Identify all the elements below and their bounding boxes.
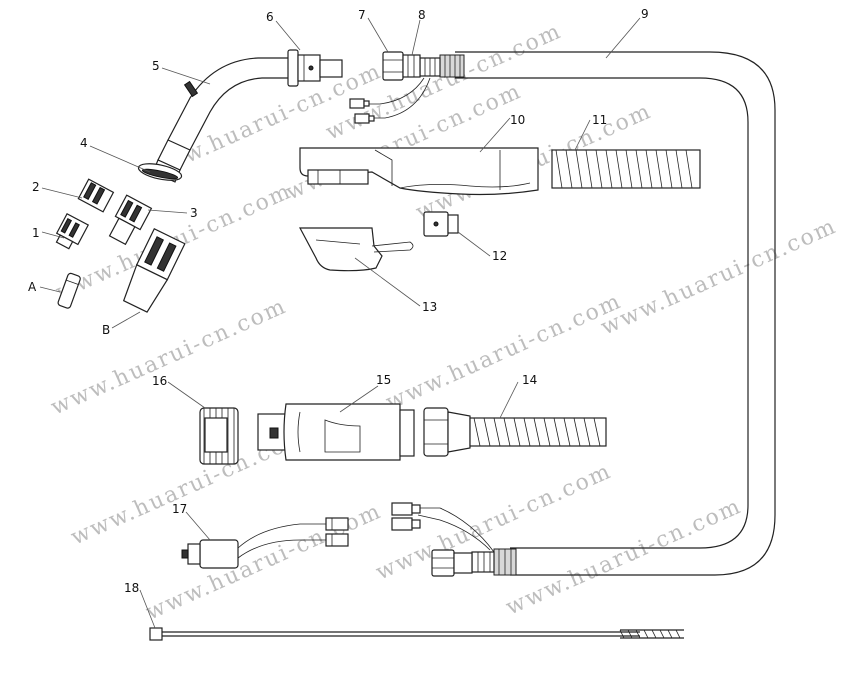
part-14-rear-spring [423,407,607,457]
part-6-neck-nut [287,49,343,87]
callout-10: 10 [510,113,525,127]
watermark: www.huarui-cn.com [382,289,625,416]
callout-12: 12 [492,249,507,263]
callout-17: 17 [172,502,187,516]
part-13-trigger [299,227,414,272]
leader-lines [39,17,641,629]
callout-9: 9 [641,7,649,21]
part-18-liner [149,627,684,641]
callout-a: A [28,280,37,294]
part-4-insulator-ring [137,163,183,181]
callouts: 1 2 3 4 5 6 7 8 9 10 11 12 13 14 15 16 1… [28,7,649,595]
part-3-adapter [108,194,153,246]
part-15-body [257,403,415,461]
callout-4: 4 [80,136,88,150]
callout-1: 1 [32,226,40,240]
part-1-tip-holder [55,212,90,250]
callout-8: 8 [418,8,426,22]
part-12-fitting [423,211,459,237]
watermark: www.huarui-cn.com [597,214,840,341]
part-7-nut [382,51,404,81]
wire-terminal-1 [349,98,365,109]
part-9-cable-assembly [391,51,776,577]
part-10-handle [299,147,539,196]
callout-16: 16 [152,374,167,388]
bottom-plug-2 [391,517,413,531]
callout-3: 3 [190,206,198,220]
callout-2: 2 [32,180,40,194]
bottom-connector-nut [431,549,455,577]
callout-b: B [102,323,110,337]
callout-13: 13 [422,300,437,314]
watermark: www.huarui-cn.com [47,294,290,421]
callout-18: 18 [124,581,139,595]
watermarks: www.huarui-cn.com www.huarui-cn.com www.… [47,19,840,626]
wire-terminal-2 [354,113,370,124]
callout-5: 5 [152,59,160,73]
bottom-plug-1 [391,502,413,516]
callout-7: 7 [358,8,366,22]
part-17-switch [181,517,349,569]
callout-11: 11 [592,113,607,127]
part-a-contact-tip [57,272,81,309]
part-11-spring [551,149,701,189]
part-7-8-cable-connector [349,51,431,124]
part-b-nozzle [122,228,186,313]
front-consumables [55,178,186,313]
part-16-knurled-nut [199,407,239,465]
callout-14: 14 [522,373,537,387]
watermark: www.huarui-cn.com [142,499,385,626]
part-8-adapter [402,54,421,78]
callout-15: 15 [376,373,391,387]
part-2-gas-diffuser [77,178,115,213]
callout-6: 6 [266,10,274,24]
